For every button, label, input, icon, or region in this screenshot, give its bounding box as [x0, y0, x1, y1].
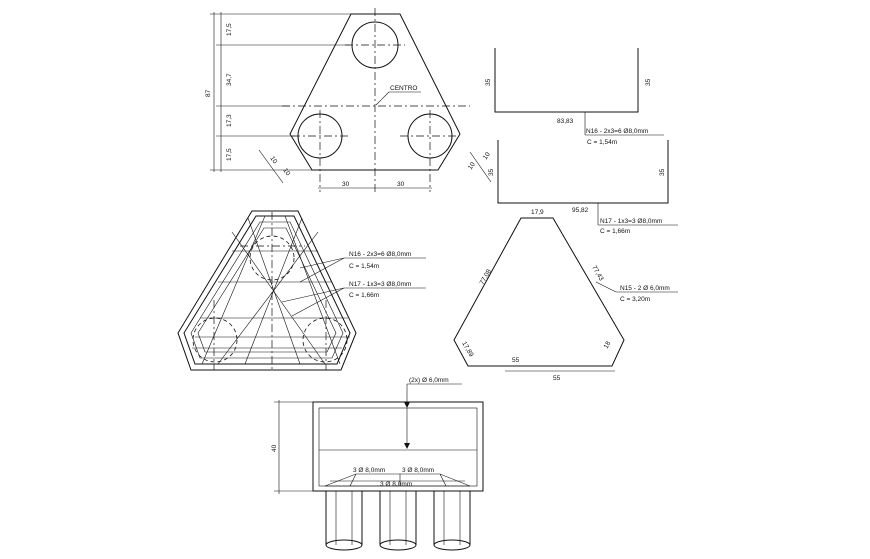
callout-n16-label: N16 - 2x3=6 Ø8,0mm: [349, 251, 411, 258]
bar-n17-length: 95,82: [572, 207, 589, 214]
bar-n16-detail: 35 35 83,83 N16 - 2x3=6 Ø8,0mm C = 1,54m: [485, 48, 664, 146]
section-bars-right: 3 Ø 8,0mm: [402, 467, 434, 474]
bar-n17-left-height: 35: [488, 168, 495, 176]
bar-n16-label: N16 - 2x3=6 Ø8,0mm: [586, 128, 648, 135]
bar-n15-bottom-inner: 55: [512, 357, 520, 364]
centro-label: CENTRO: [390, 85, 417, 92]
bar-n16-length: 83,83: [557, 118, 574, 125]
bar-n17-label: N17 - 1x3=3 Ø8,0mm: [600, 218, 662, 225]
plan-bar-d4: [217, 231, 319, 365]
plan-inner-outline: [183, 215, 351, 365]
callout-n17-leader-b: [291, 287, 345, 317]
callout-n17-length: C = 1,66m: [349, 292, 379, 299]
section-pile-1: [325, 491, 363, 551]
section-pile-2: [379, 491, 417, 551]
pile-right: [407, 113, 453, 159]
bar-n17-length-label: C = 1,66m: [600, 228, 630, 235]
callout-n17-label: N17 - 1x3=3 Ø8,0mm: [349, 281, 411, 288]
bar-n15-corner-right: 18: [603, 340, 613, 350]
section-arrow-2: [404, 443, 410, 449]
callout-n16-leader-b: [299, 257, 345, 283]
dim-bottom-left: 30: [342, 181, 350, 188]
bar-n15-left-side: 77,08: [479, 268, 493, 286]
bar-n17-detail: 35 35 95,82 N17 - 1x3=3 Ø8,0mm C = 1,66m: [488, 140, 678, 235]
bar-n17-shape: [497, 140, 669, 204]
plan-stirrup-2: [197, 227, 337, 353]
plan-pile-left: [192, 317, 238, 363]
plan-pile-right: [302, 317, 348, 363]
section-outline: [312, 401, 484, 492]
section-view: (2x) Ø 6,0mm 40 3 Ø 8,0mm 3 Ø 8,0mm 3 Ø …: [271, 377, 484, 551]
plan-pile-top: [249, 235, 295, 281]
section-height: 40: [271, 444, 278, 452]
dim-total: 87: [205, 89, 212, 97]
plan-bar-d6: [244, 217, 303, 365]
dim-v-3: 17,3: [226, 114, 233, 127]
bar-n16-shape: [494, 48, 639, 113]
plan-bar-d1: [201, 215, 266, 365]
bar-n17-right-height: 35: [659, 168, 666, 176]
plan-stirrup-1: [190, 221, 344, 359]
small-left-a: 10: [268, 155, 278, 165]
section-bars-left: 3 Ø 8,0mm: [353, 467, 385, 474]
small-right-a: 10: [467, 161, 477, 171]
callout-n16-leader-a: [299, 257, 345, 269]
plan-bar-d5: [247, 217, 301, 365]
bar-n15-top: 17,9: [531, 209, 544, 216]
bar-n15-detail: 17,9 77,08 77,43 55 55 17,89 18 N15 - 2 …: [453, 209, 678, 382]
bar-n15-leader: [595, 281, 617, 293]
small-right-b: 10: [482, 151, 492, 161]
dim-v-4: 17,5: [226, 148, 233, 161]
bar-n15-right-side: 77,43: [590, 265, 604, 283]
section-bar-hook-right: [439, 473, 447, 487]
section-bar-hook-left: [349, 473, 357, 487]
plan-bar-d2: [284, 215, 341, 365]
callout-n16-length: C = 1,54m: [349, 263, 379, 270]
bar-n15-shape: [453, 217, 625, 367]
small-left-b: 10: [281, 167, 291, 177]
bar-n16-left-height: 35: [485, 78, 492, 86]
section-top-label: (2x) Ø 6,0mm: [409, 377, 449, 384]
bar-n16-right-height: 35: [645, 78, 652, 86]
bar-n15-bottom-outer: 55: [553, 375, 561, 382]
top-view-outline: [289, 13, 461, 171]
section-bars-bottom: 3 Ø 8,0mm: [380, 481, 412, 488]
plan-bar-d3: [231, 231, 326, 365]
small-dim-right: [469, 151, 492, 183]
small-dim-left: [258, 149, 284, 184]
reinforcement-plan: N16 - 2x3=6 Ø8,0mm C = 1,54m N17 - 1x3=3…: [177, 210, 426, 371]
callout-n17-leader-a: [281, 287, 345, 303]
centro-leader: [375, 91, 390, 106]
bar-n15-length-label: C = 3,20m: [620, 296, 650, 303]
bar-n16-length-label: C = 1,54m: [587, 139, 617, 146]
top-view: 17,5 34,7 17,3 17,5 87 30 30 CENTRO 10 1…: [205, 8, 492, 192]
plan-outer-outline: [177, 210, 357, 371]
dim-v-1: 17,5: [226, 23, 233, 36]
dim-bottom-right: 30: [397, 181, 405, 188]
section-arrow-1: [404, 402, 410, 408]
bar-n15-label: N15 - 2 Ø 6,0mm: [620, 285, 670, 292]
dim-v-2: 34,7: [226, 73, 233, 86]
section-pile-3: [433, 491, 471, 551]
